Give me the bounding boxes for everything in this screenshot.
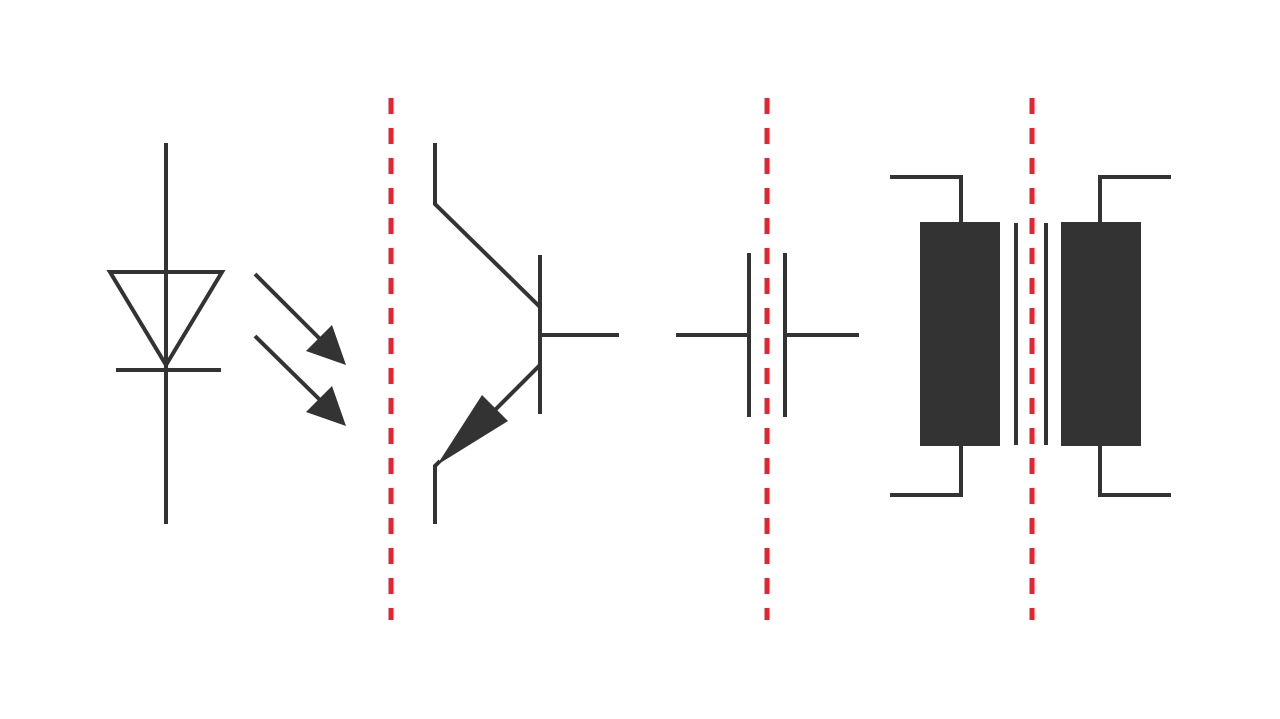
transistor-icon bbox=[433, 143, 619, 524]
light-arrow-lower bbox=[253, 334, 346, 426]
transformer-core-right bbox=[1061, 222, 1141, 446]
transformer-core-left bbox=[920, 222, 1000, 446]
transformer-icon bbox=[890, 175, 1171, 497]
light-arrows-icon bbox=[253, 272, 346, 426]
capacitor-icon bbox=[676, 253, 859, 417]
photodiode-icon bbox=[106, 143, 226, 524]
light-arrow-upper bbox=[253, 272, 346, 365]
emitter-arrow-icon bbox=[437, 395, 508, 465]
